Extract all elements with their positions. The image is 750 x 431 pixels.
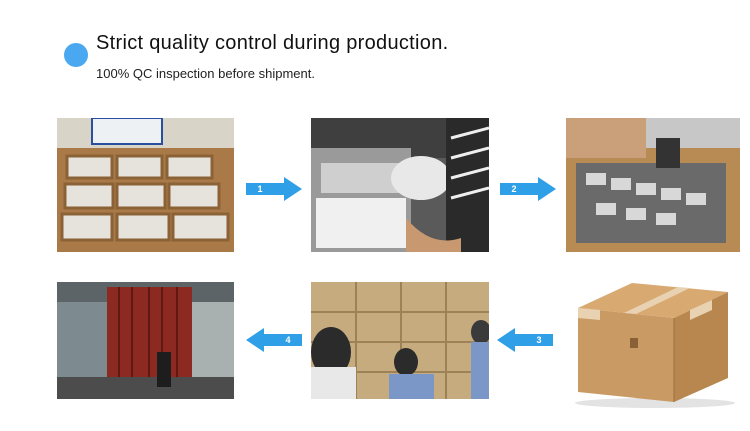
step-arrow-1: 1 <box>246 177 302 201</box>
step-arrow-4: 4 <box>246 328 302 352</box>
photo-carton-loading <box>566 118 740 252</box>
step-arrow-2: 2 <box>500 177 556 201</box>
step-arrow-3: 3 <box>497 328 553 352</box>
step-number-4: 4 <box>285 335 291 345</box>
carton-box-illustration <box>570 278 740 408</box>
photo-container-shipment <box>57 282 234 399</box>
photo-warehouse-inspection <box>311 282 489 399</box>
step-number-2: 2 <box>511 184 517 194</box>
page-subtitle: 100% QC inspection before shipment. <box>96 66 315 81</box>
page-title: Strict quality control during production… <box>96 32 449 54</box>
photo-packing <box>311 118 489 252</box>
step-number-3: 3 <box>536 335 542 345</box>
bullet-dot-icon <box>64 43 88 67</box>
photo-packed-boxes <box>57 118 234 252</box>
step-number-1: 1 <box>257 184 263 194</box>
